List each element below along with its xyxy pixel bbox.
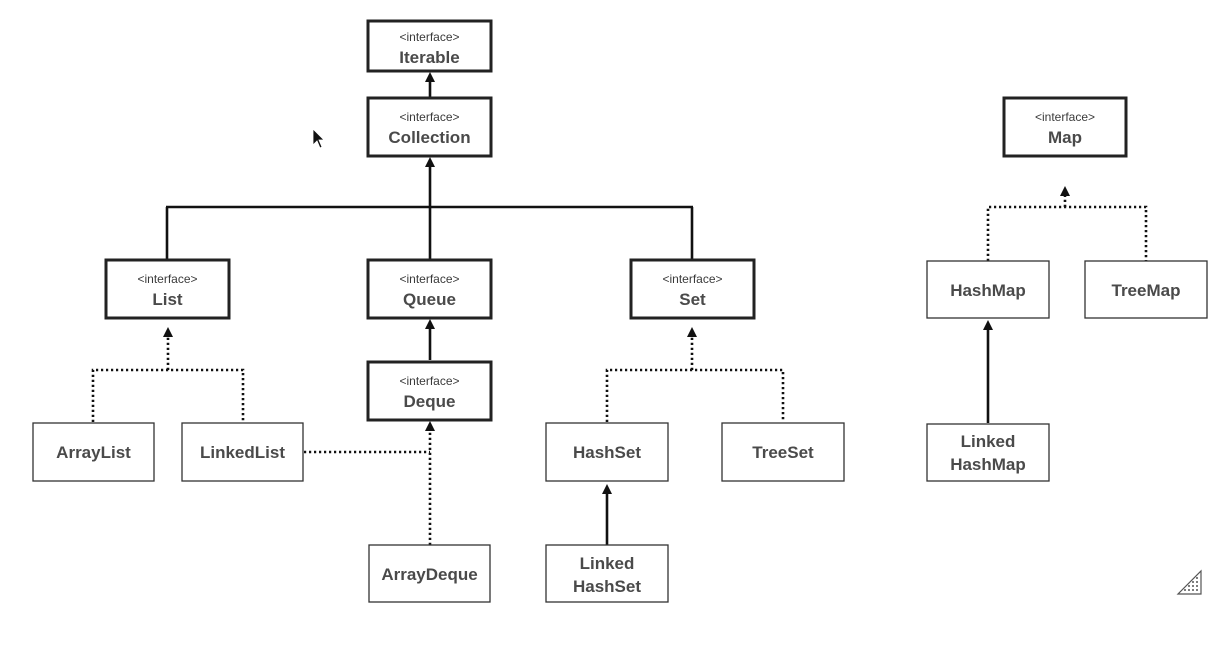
set-label: Set — [679, 290, 706, 309]
class-box-linkedlist: LinkedList — [181, 422, 304, 482]
class-box-arraydeque: ArrayDeque — [368, 544, 491, 603]
stereotype-label: <interface> — [662, 272, 722, 286]
class-box-linkedhashset: Linked HashSet — [545, 544, 669, 603]
arraydeque-label: ArrayDeque — [381, 565, 477, 584]
interface-box-queue: <interface> Queue — [366, 258, 493, 320]
linkedhashmap-label-line2: HashMap — [950, 455, 1026, 474]
list-label: List — [152, 290, 183, 309]
arrowhead-hashmap — [983, 320, 993, 330]
linkedlist-label: LinkedList — [200, 443, 285, 462]
treeset-label: TreeSet — [752, 443, 814, 462]
interface-box-iterable: <interface> Iterable — [366, 19, 493, 73]
interface-box-map: <interface> Map — [1002, 96, 1128, 158]
class-box-hashmap: HashMap — [926, 260, 1050, 319]
hashset-label: HashSet — [573, 443, 641, 462]
mouse-pointer-icon — [312, 128, 325, 149]
stereotype-label: <interface> — [399, 30, 459, 44]
linkedhashset-label-line1: Linked — [580, 554, 635, 573]
arrowhead-map — [1060, 186, 1070, 196]
arrowhead-iterable — [425, 72, 435, 82]
connectors — [91, 72, 1148, 545]
queue-label: Queue — [403, 290, 456, 309]
linkedhashmap-label-line1: Linked — [961, 432, 1016, 451]
stereotype-label: <interface> — [137, 272, 197, 286]
hashmap-label: HashMap — [950, 281, 1026, 300]
iterable-label: Iterable — [399, 48, 459, 67]
resize-grip-icon[interactable] — [1176, 569, 1202, 595]
treemap-label: TreeMap — [1112, 281, 1181, 300]
stereotype-label: <interface> — [399, 272, 459, 286]
class-box-treeset: TreeSet — [721, 422, 845, 482]
arrowhead-deque — [425, 421, 435, 431]
stereotype-label: <interface> — [399, 110, 459, 124]
class-box-arraylist: ArrayList — [32, 422, 155, 482]
edge-list-implementations — [91, 368, 245, 422]
interface-box-set: <interface> Set — [629, 258, 756, 320]
class-box-hashset: HashSet — [545, 422, 669, 482]
class-box-treemap: TreeMap — [1084, 260, 1208, 319]
interface-box-deque: <interface> Deque — [366, 360, 493, 422]
interface-box-list: <interface> List — [104, 258, 231, 320]
stereotype-label: <interface> — [399, 374, 459, 388]
edge-set-implementations — [605, 368, 785, 422]
map-label: Map — [1048, 128, 1082, 147]
collection-label: Collection — [388, 128, 470, 147]
arraylist-label: ArrayList — [56, 443, 131, 462]
deque-label: Deque — [404, 392, 456, 411]
linkedhashset-label-line2: HashSet — [573, 577, 641, 596]
interface-box-collection: <interface> Collection — [366, 96, 493, 158]
arrowhead-hashset — [602, 484, 612, 494]
stereotype-label: <interface> — [1035, 110, 1095, 124]
arrowhead-list — [163, 327, 173, 337]
edge-map-implementations — [986, 205, 1148, 261]
arrowhead-collection — [425, 157, 435, 167]
class-box-linkedhashmap: Linked HashMap — [926, 423, 1050, 482]
arrowhead-queue — [425, 319, 435, 329]
arrowhead-set — [687, 327, 697, 337]
